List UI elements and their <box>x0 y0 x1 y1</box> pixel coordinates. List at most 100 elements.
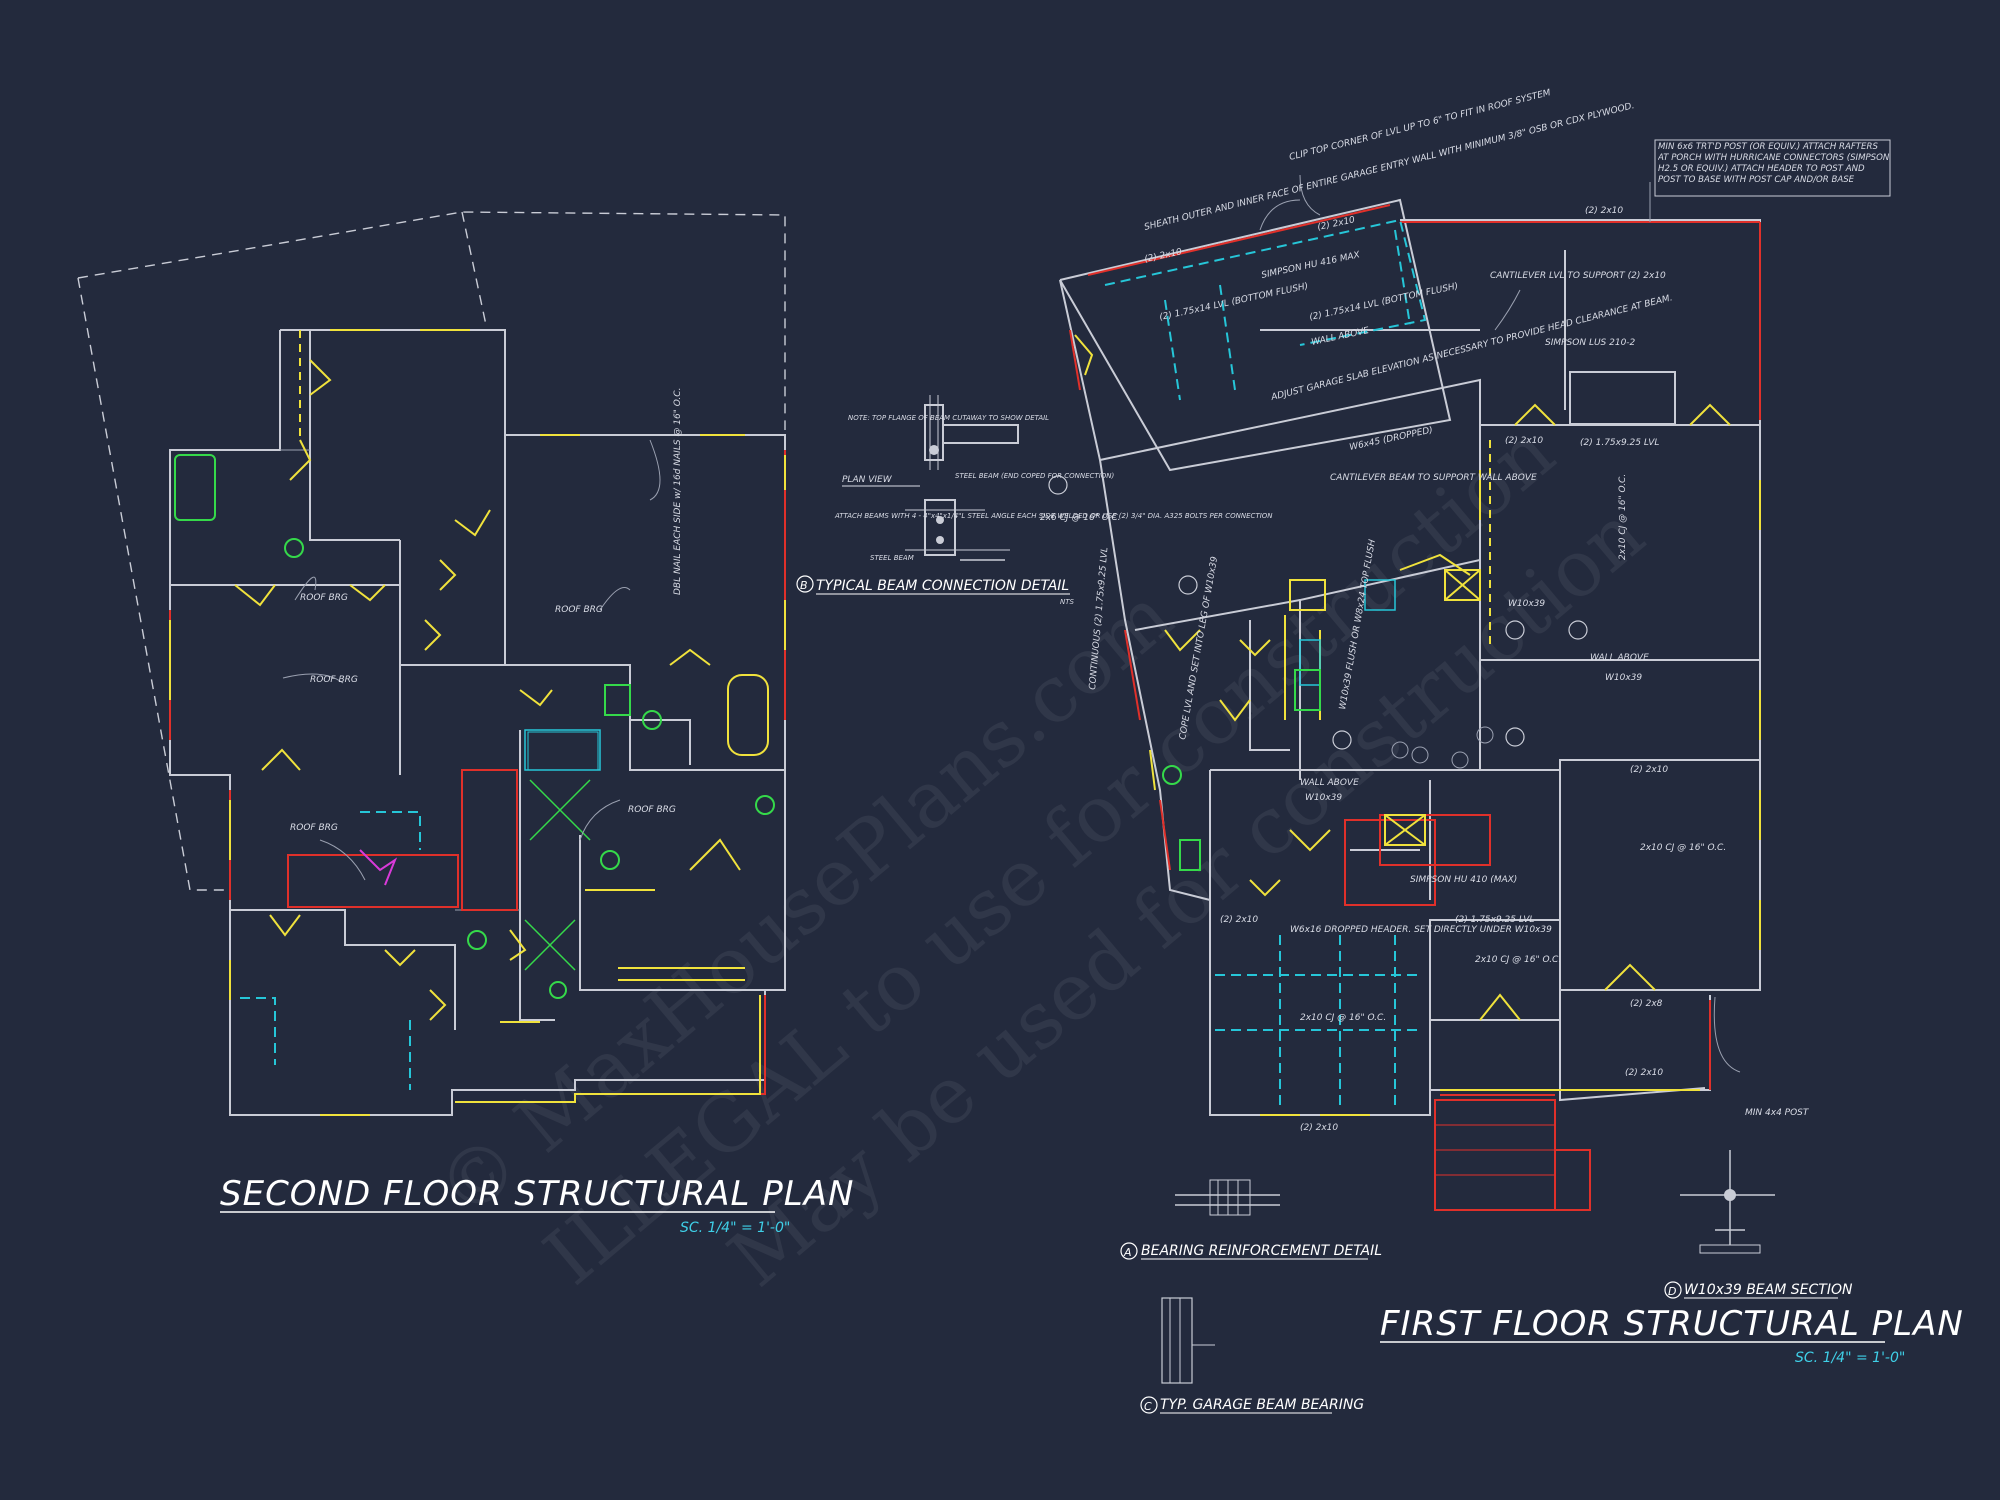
typical-beam-detail-title: TYPICAL BEAM CONNECTION DETAIL <box>816 578 1069 594</box>
first-floor-fixtures <box>1162 669 1494 871</box>
plan-view-label: PLAN VIEW <box>842 475 893 485</box>
first-floor-title: FIRST FLOOR STRUCTURAL PLAN <box>1380 1304 1964 1344</box>
interior-wall <box>1134 599 1301 631</box>
simpson-hu-note: SIMPSON HU 416 MAX <box>1261 250 1362 281</box>
interior-stairs-upper <box>1379 814 1491 866</box>
garage-beam-bearing-detail: C TYP. GARAGE BEAM BEARING <box>1140 1297 1364 1414</box>
w10x39-label: W10x39 <box>1305 793 1342 803</box>
header-label: (2) 2x10 <box>1630 765 1668 775</box>
marker-b-icon <box>1505 620 1525 640</box>
header-label: (2) 2x8 <box>1630 999 1663 1009</box>
detail-mark-c: C <box>1144 1400 1152 1413</box>
watermark-line-2: ILLEGAL to use for construction <box>528 407 1571 1302</box>
interior-wall <box>230 909 456 1030</box>
front-stoop <box>1434 1099 1556 1211</box>
min-post-note: MIN 6x6 TRT'D POST (OR EQUIV.) ATTACH RA… <box>1658 142 1890 185</box>
first-floor-leaders <box>1259 174 1741 1073</box>
tub-icon <box>727 674 769 756</box>
stair-arrow-icon <box>359 849 398 886</box>
simpson-lus-note: SIMPSON LUS 210-2 <box>1545 338 1636 348</box>
dbl-nail-note: DBL NAIL EACH SIDE w/ 16d NAILS @ 16" O.… <box>673 388 683 595</box>
roof-outline-left <box>77 277 230 891</box>
roof-brg-label: ROOF BRG <box>310 675 358 685</box>
interior-wall <box>309 330 400 541</box>
detail-marker <box>796 575 814 593</box>
interior-stairs <box>1344 819 1436 906</box>
lvl-175-label: (2) 1.75x9.25 LVL <box>1455 915 1534 925</box>
roof-brg-label: ROOF BRG <box>628 805 676 815</box>
w6x16-note: W6x16 DROPPED HEADER. SET DIRECTLY UNDER… <box>1290 925 1552 935</box>
marker-b-icon <box>1505 727 1525 747</box>
bearing-detail-title: BEARING REINFORCEMENT DETAIL <box>1141 1243 1382 1259</box>
min-4x4-note: MIN 4x4 POST <box>1745 1108 1810 1118</box>
detail-mark-b: B <box>800 579 808 592</box>
toilet-icon <box>1162 765 1182 785</box>
w10-section-title: W10x39 BEAM SECTION <box>1684 1282 1853 1298</box>
first-floor-scale: SC. 1/4" = 1'-0" <box>1795 1350 1905 1366</box>
watermark-line-1: © MaxHousePlans.com <box>421 571 1190 1237</box>
detail-mark-a: A <box>1123 1246 1132 1259</box>
first-floor-exterior-wall <box>1059 279 1211 901</box>
marker-c-icon <box>1048 475 1068 495</box>
attach-beams-note: ATTACH BEAMS WITH 4 - 4"x4"x1/4"L STEEL … <box>834 512 1273 520</box>
header-label: (2) 2x10 <box>1585 206 1623 216</box>
first-floor-doors <box>1074 334 1731 1021</box>
header-label: (2) 2x10 <box>1220 915 1258 925</box>
roof-brg-label: ROOF BRG <box>555 605 603 615</box>
bathtub-icon <box>174 454 216 521</box>
typical-beam-connection-detail: NOTE: TOP FLANGE OF BEAM CUTAWAY TO SHOW… <box>796 395 1273 606</box>
interior-wall <box>579 835 765 991</box>
bearing-reinforcement-detail: A BEARING REINFORCEMENT DETAIL <box>1120 1179 1382 1260</box>
toilet-icon <box>642 710 662 730</box>
header-label: (2) 2x10 <box>1144 247 1184 265</box>
interior-wall <box>1430 1019 1561 1090</box>
w10x39-label: W10x39 <box>1605 673 1642 683</box>
fireplace-box <box>1569 371 1676 425</box>
second-floor-doors <box>234 330 745 1021</box>
sink-icon <box>1179 839 1201 871</box>
second-floor-plan: ROOF BRG ROOF BRG ROOF BRG ROOF BRG ROOF… <box>77 211 854 1236</box>
column-icon <box>1391 741 1409 759</box>
first-floor-windows <box>1149 440 1761 1116</box>
lvl-flush-note: (2) 1.75x14 LVL (BOTTOM FLUSH) <box>1309 282 1460 323</box>
second-floor-windows <box>169 329 786 1116</box>
toilet-icon <box>600 850 620 870</box>
steel-beam-end-note: STEEL BEAM (END COPED FOR CONNECTION) <box>955 472 1115 480</box>
first-floor-red-walls <box>1069 204 1761 1090</box>
cj-label: 2x10 CJ @ 16" O.C. <box>1300 1013 1386 1023</box>
sheath-note: SHEATH OUTER AND INNER FACE OF ENTIRE GA… <box>1143 101 1635 233</box>
roof-brg-label: ROOF BRG <box>300 593 348 603</box>
first-floor-plan: CLIP TOP CORNER OF LVL UP TO 6" TO FIT I… <box>1040 88 1964 1366</box>
w10-beam-section-detail: D W10x39 BEAM SECTION <box>1664 1150 1853 1299</box>
second-floor-scale: SC. 1/4" = 1'-0" <box>680 1220 790 1236</box>
sink-icon <box>604 684 631 716</box>
second-floor-title: SECOND FLOOR STRUCTURAL PLAN <box>220 1174 854 1214</box>
column-icon <box>1411 746 1429 764</box>
lvl-flush-note: (2) 1.75x14 LVL (BOTTOM FLUSH) <box>1159 282 1310 323</box>
nts-label: NTS <box>1060 598 1075 606</box>
wall-above-label: WALL ABOVE <box>1300 778 1359 788</box>
roof-brg-label: ROOF BRG <box>290 823 338 833</box>
header-label: (2) 2x10 <box>1505 436 1543 446</box>
clip-top-note: CLIP TOP CORNER OF LVL UP TO 6" TO FIT I… <box>1288 88 1552 163</box>
sink-icon <box>467 930 487 950</box>
marker-b-icon <box>1332 730 1352 750</box>
interior-wall <box>399 540 505 666</box>
cj-label: 2x10 CJ @ 16" O.C. <box>1475 955 1561 965</box>
interior-wall <box>170 584 401 775</box>
cj-label: 2x10 CJ @ 16" O.C. <box>1618 474 1628 560</box>
detail-marker <box>1120 1242 1138 1260</box>
interior-wall <box>1209 770 1560 1116</box>
note-top-flange: NOTE: TOP FLANGE OF BEAM CUTAWAY TO SHOW… <box>848 414 1049 422</box>
shower-icon <box>527 731 599 771</box>
garage-beam-title: TYP. GARAGE BEAM BEARING <box>1160 1397 1364 1413</box>
header-label: (2) 2x10 <box>1625 1068 1663 1078</box>
second-floor-fixtures <box>174 454 775 999</box>
closet-x <box>529 779 591 841</box>
toilet-icon <box>284 538 304 558</box>
sink-icon <box>755 795 775 815</box>
w10x39-label: W10x39 <box>1508 599 1545 609</box>
closet-x <box>524 919 576 971</box>
garage-exterior-wall <box>1059 198 1452 472</box>
